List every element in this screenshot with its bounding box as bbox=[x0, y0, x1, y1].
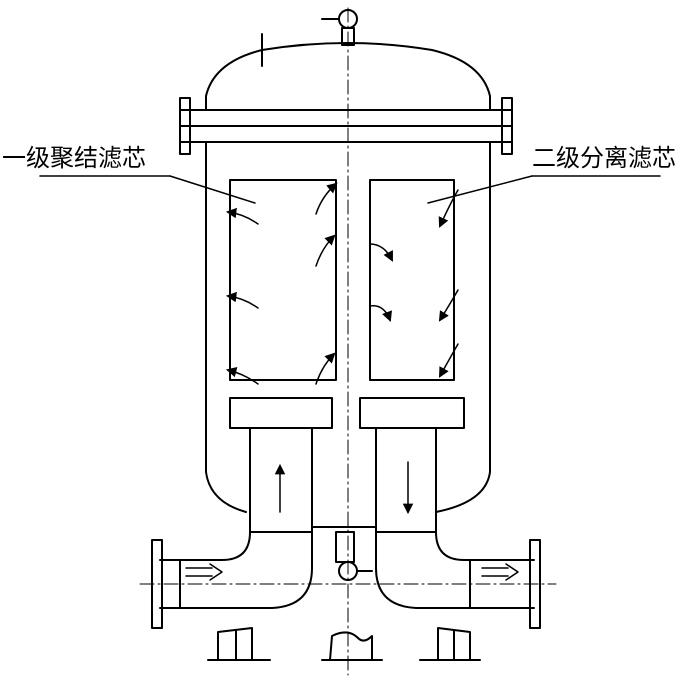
outlet-pipe bbox=[375, 531, 541, 629]
secondary-separating-element bbox=[359, 179, 465, 533]
dome-head bbox=[205, 33, 491, 111]
label-leaders bbox=[39, 175, 661, 204]
flow-arrows bbox=[225, 182, 459, 515]
primary-coalescing-element bbox=[229, 179, 337, 533]
body-flange bbox=[179, 97, 513, 155]
secondary-element-label: 二级分离滤芯 bbox=[532, 144, 676, 172]
vessel-body bbox=[205, 141, 491, 528]
inlet-pipe bbox=[151, 531, 313, 629]
top-vent-valve bbox=[321, 9, 358, 46]
center-lines bbox=[139, 7, 557, 676]
bottom-drain-valve bbox=[335, 531, 373, 581]
primary-element-label: 一级聚结滤芯 bbox=[2, 144, 146, 172]
support-legs bbox=[207, 627, 481, 661]
